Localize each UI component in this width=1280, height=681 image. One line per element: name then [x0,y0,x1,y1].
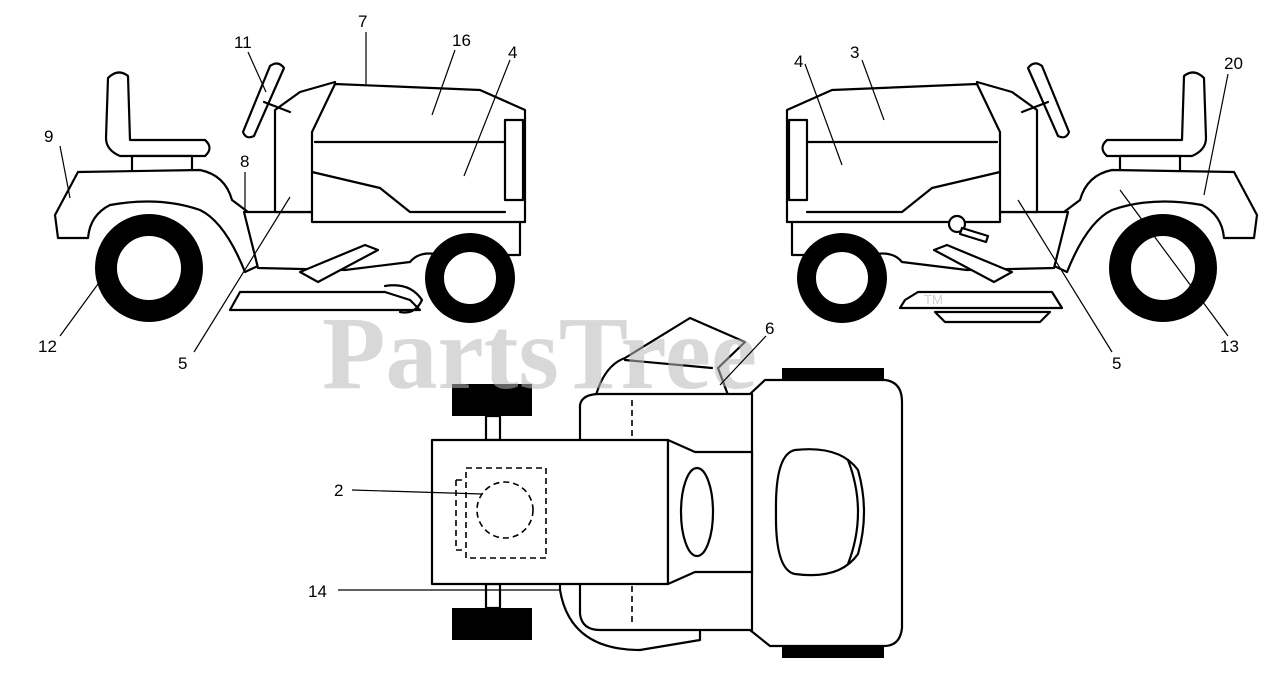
top-hood-grille [774,448,866,577]
right-hood [785,82,1002,224]
callout-3: 3 [850,43,859,62]
left-hood [310,82,527,224]
decal-2-location [476,481,534,539]
callout-5-left: 5 [178,354,187,373]
right-mower-deck [898,290,1064,310]
right-side-view-tractor [785,62,1259,324]
left-side-view-tractor [53,62,527,323]
callout-16: 16 [452,31,471,50]
top-rear-wheel-upper [452,384,532,416]
left-seat [104,71,211,158]
right-rear-fender [1050,168,1259,274]
left-steering-wheel [241,62,286,139]
callout-5-right: 5 [1112,354,1121,373]
top-steering-wheel [679,466,715,558]
callout-7: 7 [358,12,367,31]
callout-9: 9 [44,127,53,146]
left-rear-fender [53,168,262,274]
right-steering-wheel [1026,62,1071,139]
watermark-text: PartsTree [322,296,757,411]
callout-6: 6 [765,319,774,338]
callout-11: 11 [234,33,252,52]
callout-13: 13 [1220,337,1239,356]
discharge-chute [594,316,747,397]
callout-20: 20 [1224,54,1243,73]
top-fender-platform [430,438,670,586]
callout-4-left: 4 [508,43,517,62]
leader-lines [59,32,1229,591]
watermark-trademark: TM [924,292,943,307]
callout-12: 12 [38,337,57,356]
callout-14: 14 [308,582,327,601]
right-seat [1101,71,1208,158]
top-rear-wheel-lower [452,608,532,640]
left-mower-deck [228,290,422,312]
callout-4-right: 4 [794,52,803,71]
top-view-tractor [430,316,904,658]
callout-8: 8 [240,152,249,171]
callout-2: 2 [334,481,343,500]
callout-labels: 7 11 16 4 9 8 12 5 3 4 20 5 13 6 2 14 [38,12,1243,601]
